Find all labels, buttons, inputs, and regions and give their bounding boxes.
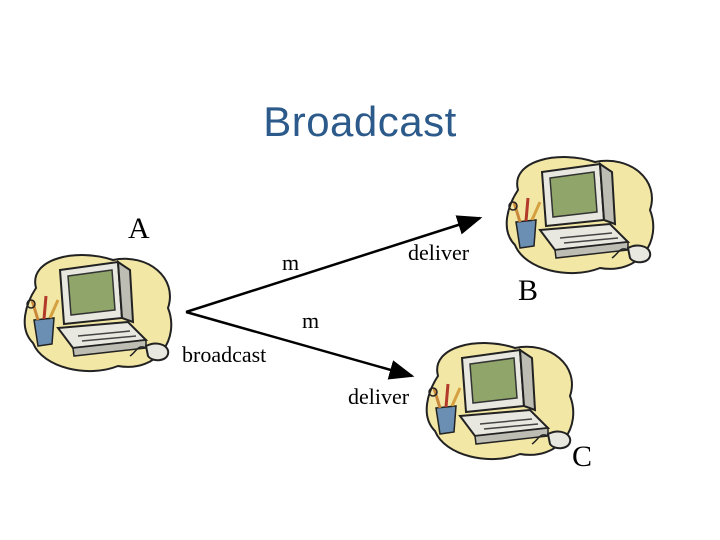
edge-ab-message: m [282, 250, 300, 275]
node-b-label: B [518, 274, 539, 307]
arrow-a-to-c [185, 310, 415, 380]
sender-action-label: broadcast [182, 342, 267, 367]
node-a-label: A [128, 212, 150, 245]
edge-ab-action: deliver [408, 240, 470, 265]
slide-title: Broadcast [263, 98, 457, 145]
arrow-a-to-b [185, 215, 483, 314]
edge-ac-message: m [302, 308, 320, 333]
node-c-label: C [572, 440, 593, 473]
edge-ac-action: deliver [348, 384, 410, 409]
